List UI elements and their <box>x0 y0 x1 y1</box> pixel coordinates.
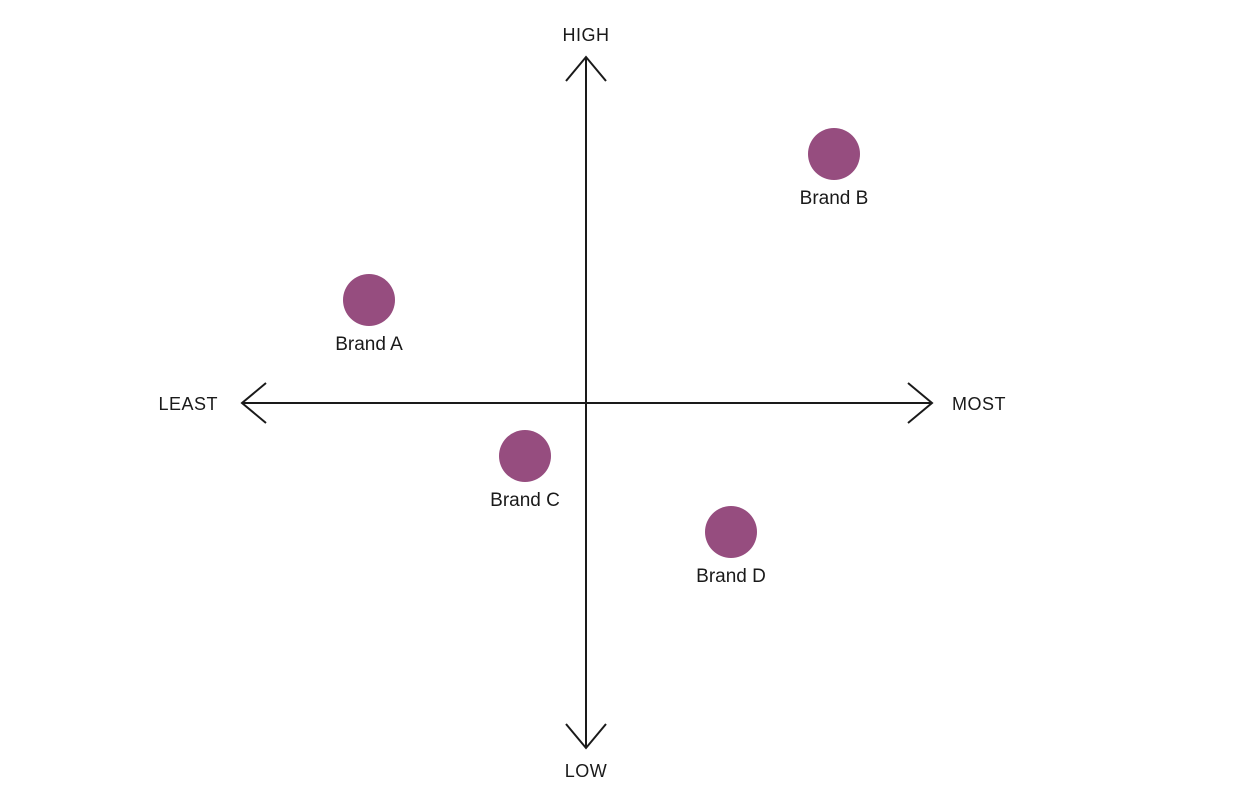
arrow-up-icon <box>565 55 607 82</box>
data-point-brand-d: Brand D <box>696 506 766 587</box>
label-brand-b: Brand B <box>800 188 869 209</box>
data-point-brand-c: Brand C <box>490 430 560 511</box>
marker-brand-b <box>808 128 860 180</box>
data-points-layer: Brand A Brand B Brand C Brand D <box>335 128 868 587</box>
arrow-down-icon <box>565 723 607 750</box>
label-brand-a: Brand A <box>335 334 403 355</box>
marker-brand-a <box>343 274 395 326</box>
axis-label-high: HIGH <box>563 25 610 45</box>
marker-brand-d <box>705 506 757 558</box>
arrow-left-icon <box>240 382 267 424</box>
axis-label-low: LOW <box>565 761 608 781</box>
label-brand-d: Brand D <box>696 566 766 587</box>
marker-brand-c <box>499 430 551 482</box>
label-brand-c: Brand C <box>490 490 560 511</box>
axis-label-least: LEAST <box>158 394 218 414</box>
data-point-brand-b: Brand B <box>800 128 869 209</box>
data-point-brand-a: Brand A <box>335 274 403 355</box>
arrow-right-icon <box>907 382 934 424</box>
axis-label-most: MOST <box>952 394 1006 414</box>
